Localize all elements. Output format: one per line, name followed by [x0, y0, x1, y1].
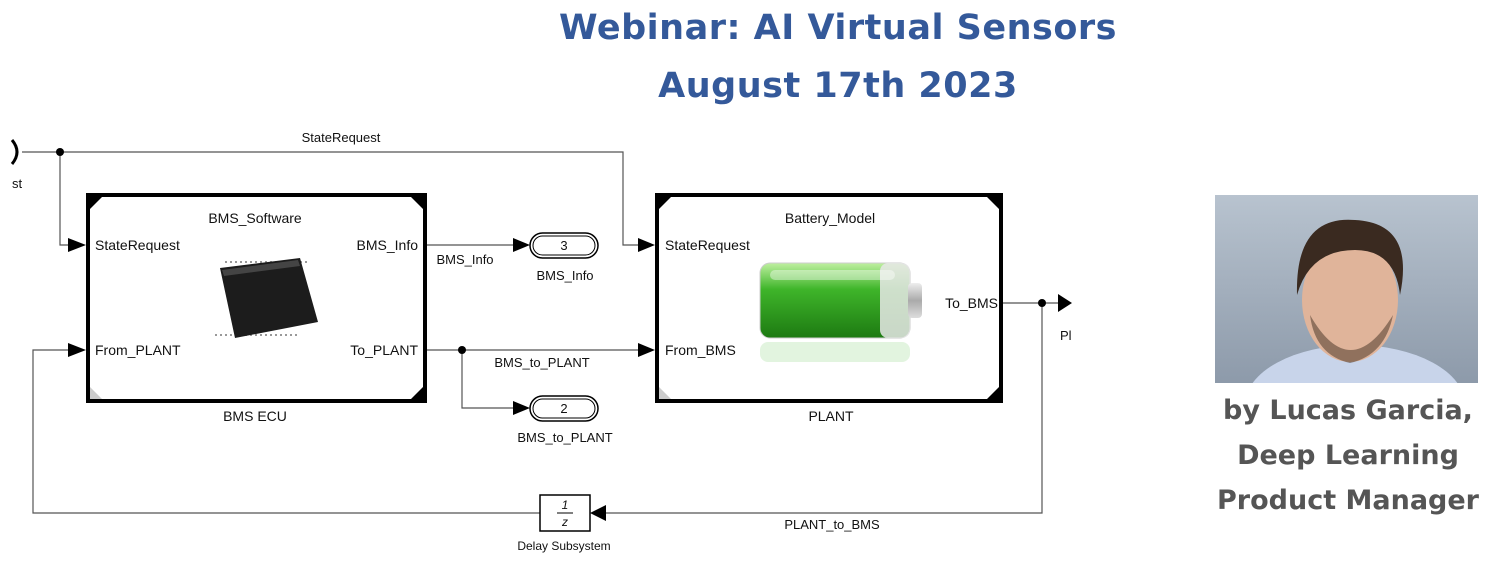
signal-lines: [22, 151, 1058, 514]
bms-in-port-state-request: StateRequest: [95, 237, 180, 253]
webinar-title: Webinar: AI Virtual Sensors: [559, 8, 1117, 48]
output-port-label: Pl: [1060, 328, 1072, 343]
author-role-line1: Deep Learning: [1237, 440, 1459, 471]
plant-in-port-state-request: StateRequest: [665, 237, 750, 253]
bms-out-port-bms-info: BMS_Info: [357, 237, 419, 253]
plant-out-port-to-bms: To_BMS: [945, 295, 998, 311]
delay-numerator: 1: [562, 498, 569, 512]
bms-out-port-to-plant: To_PLANT: [350, 342, 418, 358]
bms-block-title: BMS_Software: [208, 210, 302, 226]
outport-3-label: BMS_Info: [536, 268, 593, 283]
bms-block-name: BMS ECU: [223, 408, 287, 424]
author-photo: [1215, 195, 1478, 383]
outport-3[interactable]: 3: [529, 232, 599, 259]
signal-label-bms-info: BMS_Info: [436, 252, 493, 267]
author-name: by Lucas Garcia,: [1223, 395, 1473, 426]
plant-in-port-from-bms: From_BMS: [665, 342, 736, 358]
outport-2-label: BMS_to_PLANT: [517, 430, 612, 445]
outport-3-number: 3: [560, 238, 567, 253]
bms-ecu-block[interactable]: BMS_Software StateRequest From_PLANT BMS…: [86, 193, 427, 403]
delay-denominator: z: [561, 515, 568, 529]
microchip-icon: [215, 258, 318, 338]
input-port-label: st: [12, 176, 23, 191]
outport-2-number: 2: [560, 401, 567, 416]
input-port-state-request[interactable]: [10, 139, 19, 165]
arrowheads: [56, 148, 1072, 521]
author-role-line2: Product Manager: [1217, 485, 1479, 516]
delay-label: Delay Subsystem: [517, 539, 610, 553]
outport-2[interactable]: 2: [529, 395, 599, 422]
battery-icon: [759, 262, 922, 362]
plant-block-name: PLANT: [808, 408, 854, 424]
delay-block[interactable]: 1 z: [539, 494, 591, 532]
webinar-date: August 17th 2023: [658, 66, 1018, 106]
signal-label-bms-to-plant: BMS_to_PLANT: [494, 355, 589, 370]
bms-in-port-from-plant: From_PLANT: [95, 342, 181, 358]
simulink-diagram: st StateRequest BMS_Software StateReques…: [10, 130, 1072, 553]
plant-block-title: Battery_Model: [785, 210, 875, 226]
signal-label-plant-to-bms: PLANT_to_BMS: [784, 517, 880, 532]
plant-block[interactable]: Battery_Model StateRequest From_BMS To_B…: [655, 193, 1003, 403]
signal-label-state-request: StateRequest: [302, 130, 381, 145]
